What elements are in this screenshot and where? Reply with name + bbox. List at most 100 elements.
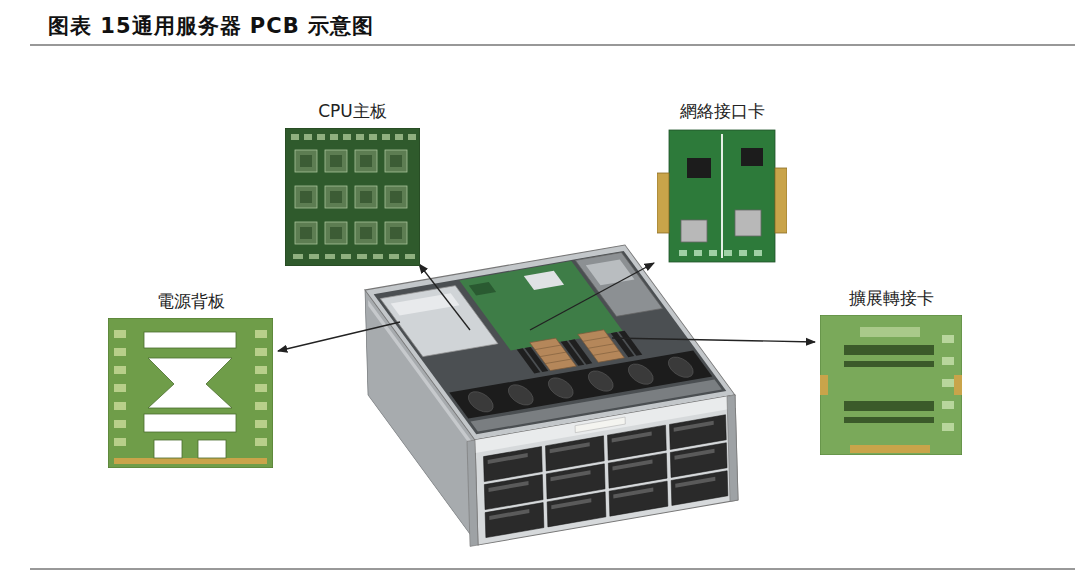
pcb-detail	[382, 134, 390, 140]
chassis-top	[503, 383, 538, 406]
pcb-detail	[144, 332, 236, 348]
pcb-detail	[144, 414, 236, 432]
pcb-detail	[293, 254, 303, 259]
pcb-detail	[741, 148, 763, 166]
chassis-front	[609, 481, 668, 516]
pcb-detail	[721, 134, 723, 258]
pcb-detail	[295, 186, 317, 208]
pcb-detail	[850, 445, 930, 453]
pcb-detail	[355, 150, 377, 172]
pcb-detail	[304, 134, 312, 140]
chassis-top	[578, 330, 625, 362]
bottom-rule	[30, 569, 1075, 570]
pcb-detail	[709, 250, 717, 256]
pcb-detail	[954, 375, 962, 395]
leader-arrow	[612, 338, 815, 342]
pcb-detail	[860, 327, 920, 337]
pcb-figure: 網絡接口卡	[657, 100, 787, 264]
pcb-detail	[405, 254, 415, 259]
pcb-detail	[681, 220, 707, 242]
chassis-front	[575, 417, 625, 433]
pcb-label: 電源背板	[108, 290, 273, 312]
pcb-detail	[295, 222, 317, 244]
pcb-detail	[385, 186, 407, 208]
pcb-detail	[114, 402, 126, 410]
pcb-detail	[360, 155, 372, 167]
pcb-detail	[114, 458, 267, 464]
pcb-detail	[408, 134, 416, 140]
pcb-detail	[942, 401, 954, 409]
chassis-top	[524, 271, 564, 290]
pcb-detail	[325, 222, 347, 244]
chassis-front	[550, 470, 590, 481]
pcb-detail	[739, 250, 747, 256]
leader-arrow	[278, 322, 400, 351]
pcb-detail	[114, 438, 126, 446]
leader-arrow	[419, 264, 470, 330]
title-rule	[30, 44, 1075, 45]
pcb-detail	[255, 402, 267, 410]
pcb-detail	[844, 417, 934, 423]
pcb-detail	[330, 155, 342, 167]
chassis-top	[469, 282, 496, 295]
chassis-front	[550, 442, 590, 453]
pcb-detail	[255, 420, 267, 428]
pcb-detail	[330, 134, 338, 140]
chassis-top	[543, 376, 578, 399]
chassis-top	[575, 252, 662, 316]
pcb-detail	[735, 210, 761, 236]
pcb-detail	[942, 335, 954, 343]
pcb-detail	[255, 438, 267, 446]
chassis-top	[583, 337, 609, 341]
pcb-detail	[942, 357, 954, 365]
pcb-detail	[844, 345, 934, 355]
pcb-board	[820, 315, 962, 455]
pcb-label: 擴展轉接卡	[820, 287, 962, 309]
pcb-detail	[114, 384, 126, 392]
pcb-detail	[395, 134, 403, 140]
pcb-detail	[300, 155, 312, 167]
pcb-picture	[108, 318, 273, 468]
chassis-front	[488, 421, 716, 520]
pcb-detail	[390, 227, 402, 239]
pcb-figure: CPU主板	[285, 100, 420, 266]
figure-title: 图表 15通用服务器 PCB 示意图	[48, 12, 374, 40]
pcb-detail	[360, 227, 372, 239]
chassis-top	[545, 359, 571, 363]
pcb-detail	[669, 130, 775, 262]
chassis-front	[612, 460, 652, 471]
pcb-detail	[114, 420, 126, 428]
pcb-detail	[369, 134, 377, 140]
pcb-detail	[309, 254, 319, 259]
pcb-detail	[679, 250, 687, 256]
leader-arrow	[530, 263, 654, 330]
pcb-detail	[330, 227, 342, 239]
pcb-detail	[114, 348, 126, 356]
chassis-top	[540, 352, 566, 356]
chassis-front	[485, 503, 544, 538]
pcb-board	[285, 128, 420, 266]
chassis-top	[619, 331, 643, 356]
chassis-front	[727, 395, 738, 501]
chassis-front	[674, 449, 714, 460]
pcb-detail	[325, 254, 335, 259]
pcb-detail	[295, 150, 317, 172]
pcb-detail	[373, 254, 383, 259]
pcb-detail	[390, 191, 402, 203]
pcb-detail	[754, 250, 762, 256]
chassis-front	[489, 509, 529, 520]
pcb-board	[657, 130, 787, 262]
chassis-front	[484, 415, 728, 538]
pcb-figure: 電源背板	[108, 290, 273, 468]
pcb-detail	[325, 186, 347, 208]
pcb-detail	[325, 150, 347, 172]
pcb-detail	[357, 254, 367, 259]
pcb-picture	[657, 128, 787, 264]
pcb-detail	[844, 361, 934, 367]
pcb-detail	[198, 440, 226, 458]
chassis-front	[613, 488, 653, 499]
pcb-cutout	[148, 358, 232, 408]
chassis-front	[551, 498, 591, 509]
